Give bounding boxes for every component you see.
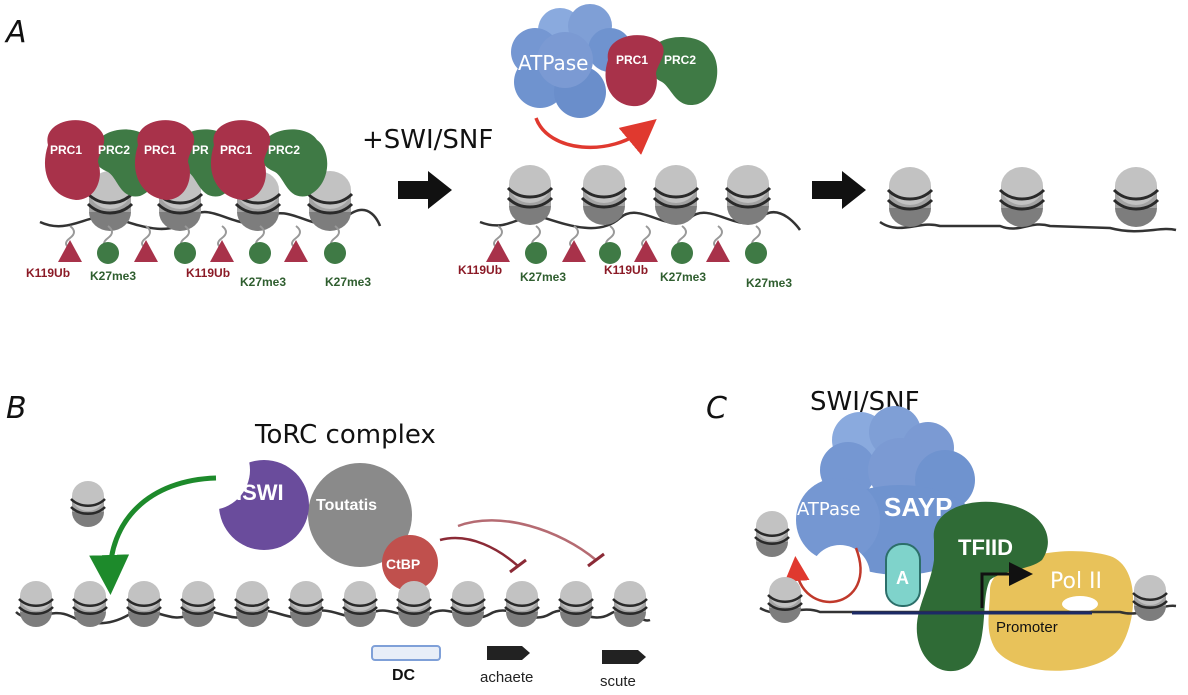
iswi-label: ISWI: [236, 480, 284, 505]
nucleosome: [449, 579, 487, 629]
ctbp-subunit: [382, 535, 438, 591]
tss-arrow: [980, 562, 1033, 608]
transition-arrow-2: [812, 171, 866, 209]
panel-b-letter: B: [6, 391, 27, 426]
panel-a-letter: A: [4, 15, 27, 50]
nucleosome: [71, 579, 109, 629]
repression-bar-2: [587, 552, 605, 568]
mark-label-k119ub: K119Ub: [604, 263, 648, 277]
k119ub-mark: [486, 240, 510, 262]
prc2-label: PRC2: [268, 143, 300, 157]
nucleosome: [998, 165, 1046, 229]
sayp-label: SAYP: [884, 492, 952, 522]
atpase-label-a: ATPase: [518, 51, 589, 75]
k27me3-mark: [599, 242, 621, 264]
mark-label-k27me3: K27me3: [746, 276, 792, 290]
mark-label-k119ub: K119Ub: [26, 266, 70, 280]
k119ub-mark: [210, 240, 234, 262]
k119ub-mark: [58, 240, 82, 262]
nucleosome: [611, 579, 649, 629]
nucleosome: [233, 579, 271, 629]
tfiid-label: TFIID: [958, 535, 1013, 560]
panel-c-letter: C: [706, 391, 727, 426]
k27me3-mark: [324, 242, 346, 264]
scute-label: scute: [600, 673, 636, 690]
atpase-complex-a: ATPase: [511, 4, 632, 118]
prc1-label: PRC1: [50, 143, 82, 157]
mark-label-k119ub: K119Ub: [458, 263, 502, 277]
iswi-cutout: [170, 430, 250, 510]
dna-strand-b: [15, 609, 651, 625]
k27me3-mark: [745, 242, 767, 264]
repression-line-2: [457, 519, 597, 561]
torc-complex-title: ToRC complex: [254, 420, 436, 450]
nucleosome: [580, 163, 628, 227]
k27me3-mark: [97, 242, 119, 264]
nucleosome: [766, 575, 804, 625]
nucleosome: [724, 163, 772, 227]
pol2-cleft: [1062, 596, 1098, 612]
pol2-label: Pol II: [1050, 569, 1102, 594]
achaete-label: achaete: [480, 669, 533, 686]
mark-label-k27me3: K27me3: [240, 275, 286, 289]
nucleosome: [341, 579, 379, 629]
nucleosome: [1112, 165, 1160, 229]
dc-element: [371, 645, 441, 661]
mark-label-k27me3: K27me3: [325, 275, 371, 289]
nucleosome: [125, 579, 163, 629]
displaced-nucleosome-c: [753, 509, 791, 559]
remodel-arrow-red: [784, 547, 862, 604]
a-subunit: [885, 543, 921, 607]
nucleosome: [287, 579, 325, 629]
nucleosome: [395, 579, 433, 629]
nucleosome: [652, 163, 700, 227]
prc-complex-3: PRC1 PRC2: [210, 120, 328, 200]
scute-gene: [602, 650, 646, 664]
toutatis-label: Toutatis: [316, 497, 377, 514]
achaete-gene: [487, 646, 530, 660]
prc1-label: PRC1: [144, 143, 176, 157]
mark-label-k27me3: K27me3: [520, 270, 566, 284]
nucleosome: [1131, 573, 1169, 623]
evicted-prc-complex: PRC1 PRC2: [605, 35, 718, 107]
k119ub-mark: [562, 240, 586, 262]
histone-tails-left: [65, 225, 340, 249]
evicted-prc2-label: PRC2: [664, 53, 696, 67]
k119ub-mark: [634, 240, 658, 262]
atpase-label-c: ATPase: [797, 499, 860, 520]
nucleosome: [886, 165, 934, 229]
remodel-arrow-green: [89, 475, 217, 595]
displaced-nucleosome: [69, 479, 107, 529]
mark-label-k27me3: K27me3: [90, 269, 136, 283]
prc2-label: PRC2: [98, 143, 130, 157]
nucleosome: [179, 579, 217, 629]
a-subunit-label: A: [896, 568, 909, 588]
prc2-label: PR: [192, 143, 209, 157]
k119ub-mark: [284, 240, 308, 262]
mark-label-k27me3: K27me3: [660, 270, 706, 284]
transition-arrow-1: [398, 171, 452, 209]
repression-line-1: [439, 536, 519, 567]
nucleosome: [503, 579, 541, 629]
nucleosome: [17, 579, 55, 629]
k27me3-mark: [671, 242, 693, 264]
k119ub-mark: [134, 240, 158, 262]
dc-label: DC: [392, 667, 416, 684]
toutatis-subunit: [308, 463, 412, 567]
mark-label-k119ub: K119Ub: [186, 266, 230, 280]
k27me3-mark: [249, 242, 271, 264]
k27me3-mark: [174, 242, 196, 264]
k119ub-mark: [706, 240, 730, 262]
evicted-prc1-label: PRC1: [616, 53, 648, 67]
promoter-label: Promoter: [996, 619, 1058, 636]
swi-snf-label: +SWI/SNF: [362, 125, 493, 155]
ctbp-label: CtBP: [386, 556, 420, 572]
nucleosome: [557, 579, 595, 629]
nucleosome: [506, 163, 554, 227]
prc1-label: PRC1: [220, 143, 252, 157]
k27me3-mark: [525, 242, 547, 264]
repression-bar-1: [509, 558, 527, 574]
eviction-arrow: [534, 117, 657, 155]
